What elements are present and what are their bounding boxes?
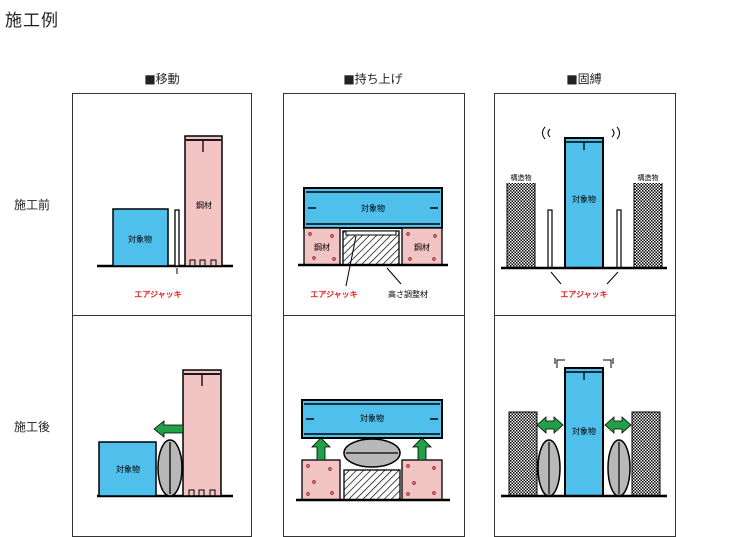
object-label: 対象物: [361, 203, 385, 213]
column-heading-restrain: ■固縛: [566, 72, 602, 86]
air-jack-flat: [547, 209, 553, 269]
steel-member: [184, 135, 223, 267]
air-jack-flat: [174, 209, 180, 267]
structure-left: [506, 181, 536, 269]
panel-restrain-after: 対象物: [494, 315, 676, 537]
steel-label: 鋼材: [314, 242, 330, 252]
structure-left: [508, 411, 538, 497]
column-heading-lift: ■持ち上げ: [343, 72, 403, 86]
arrow-left-icon: [153, 420, 184, 438]
panel-move-after: 対象物: [72, 315, 252, 537]
object-label: 対象物: [572, 194, 596, 204]
steel-label: 鋼材: [414, 242, 430, 252]
structure-right: [631, 411, 661, 497]
fixed-mark-icon: [603, 358, 614, 368]
height-adjuster-label: 高さ調整材: [388, 289, 428, 299]
height-adjuster: [342, 230, 400, 266]
arrow-up-icon: [311, 437, 331, 461]
row-label-before: 施工前: [14, 198, 51, 212]
air-jack-label: エアジャッキ: [310, 290, 357, 299]
target-object: [98, 441, 157, 497]
steel-support-left: [301, 459, 341, 501]
air-jack-flat: [345, 230, 397, 236]
column-heading-move: ■移動: [144, 72, 180, 86]
page-title: 施工例: [5, 11, 59, 31]
double-arrow-icon: [604, 416, 632, 434]
target-object: [303, 187, 443, 229]
panel-restrain-before: 構造物 構造物 対象物 エアジャッキ: [494, 93, 676, 317]
object-label: 対象物: [128, 234, 152, 244]
shake-mark-icon: [547, 128, 551, 138]
air-jack-label: エアジャッキ: [560, 290, 607, 299]
panel-lift-after: 対象物: [283, 315, 465, 537]
steel-label: 鋼材: [196, 200, 212, 210]
structure-label: 構造物: [638, 173, 659, 182]
air-jack-label: エアジャッキ: [134, 290, 181, 299]
object-label: 対象物: [116, 464, 140, 474]
target-object: [112, 208, 169, 267]
structure-right: [633, 181, 663, 269]
arrow-up-icon: [412, 437, 432, 461]
steel-member: [182, 369, 222, 497]
target-object: [564, 137, 604, 269]
height-adjuster: [343, 469, 401, 501]
structure-label: 構造物: [511, 173, 532, 182]
object-label: 対象物: [572, 426, 596, 436]
air-jack-flat: [616, 209, 622, 269]
object-label: 対象物: [360, 413, 384, 423]
steel-support-right: [401, 459, 443, 501]
panel-lift-before: 対象物 鋼材 鋼材 エアジャッキ 高さ調整材: [283, 93, 465, 317]
double-arrow-icon: [536, 416, 564, 434]
target-object: [301, 399, 443, 439]
fixed-mark-icon: [554, 358, 565, 368]
row-label-after: 施工後: [14, 420, 51, 434]
shake-mark-icon: [611, 128, 615, 138]
target-object: [564, 367, 604, 497]
panel-move-before: 対象物 鋼材 エアジャッキ: [72, 93, 252, 317]
